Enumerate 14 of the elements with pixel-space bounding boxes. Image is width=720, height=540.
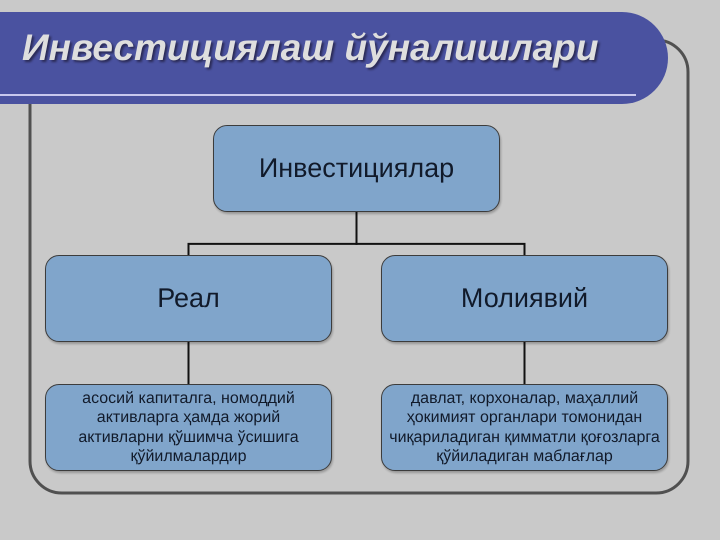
- node-label: давлат, корхоналар, маҳаллий ҳокимият органлари томонидан чиқариладиган қимматли қоғозларга қўйиладиган маблағлар: [388, 389, 661, 466]
- connector-line: [524, 342, 526, 384]
- node-label: Молиявий: [460, 283, 590, 314]
- process-box: [381, 384, 668, 471]
- process-box: [45, 384, 332, 471]
- node-label: Реал: [156, 283, 221, 314]
- process-box: [45, 255, 332, 342]
- connector-line: [188, 342, 190, 384]
- node-label: Инвестициялар: [258, 153, 456, 184]
- process-box: [213, 125, 500, 212]
- connector-line: [356, 212, 526, 255]
- node-label: асосий капиталга, номоддий активларга ҳамда жорий активларни қўшимча ўсишига қўйилмалардир: [77, 389, 300, 466]
- slide-title: Инвестициялаш йўналишлари: [22, 27, 598, 69]
- process-box: [381, 255, 668, 342]
